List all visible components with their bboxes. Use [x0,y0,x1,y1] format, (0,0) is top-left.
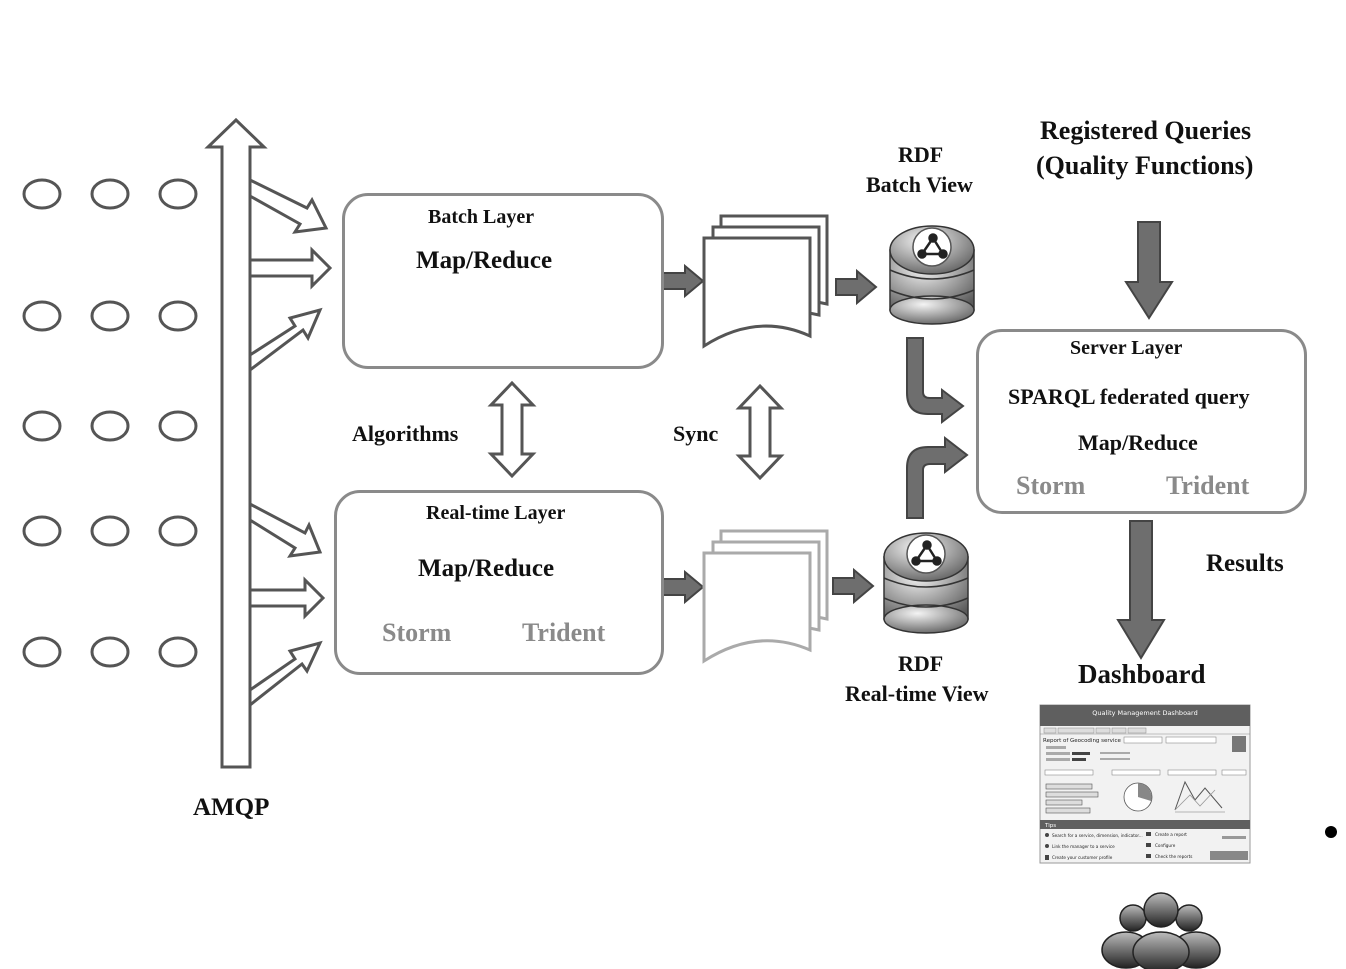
batch-layer-box [342,193,664,369]
sync-label: Sync [673,421,719,446]
batch-engine-label: Map/Reduce [416,247,553,274]
dashboard-tip: Search for a service, dimension, indicat… [1052,833,1143,838]
batch-to-docs-arrow [662,263,705,299]
realtime-layer-box [334,490,664,675]
realtime-storm-label: Storm [382,618,452,647]
sync-double-arrow [735,383,785,481]
server-sparql-label: SPARQL federated query [1008,384,1250,409]
server-mapreduce-label: Map/Reduce [1078,430,1198,455]
dashboard-screen-title: Quality Management Dashboard [1092,709,1197,717]
batch-document-stack [702,214,829,349]
batch-view-label-line1: RDF [898,142,944,167]
server-storm-label: Storm [1016,471,1086,500]
bus-to-batch-arrows [248,177,333,374]
docs-to-batch-view-arrow [835,268,878,306]
results-down-arrow [1116,520,1166,660]
dashboard-screenshot: Quality Management Dashboard Report of G… [1039,704,1251,864]
realtime-view-to-server-arrow [906,435,969,519]
batch-view-label-line2: Batch View [866,172,973,197]
batch-layer-title: Batch Layer [428,206,535,228]
registered-queries-line1: Registered Queries [1040,116,1252,145]
registered-queries-line2: (Quality Functions) [1036,151,1254,180]
dashboard-tips-label: Tips [1044,823,1056,829]
marker-dot [1325,826,1337,838]
amqp-label: AMQP [193,794,270,821]
realtime-trident-label: Trident [522,618,606,647]
data-sources [22,178,198,668]
algorithms-double-arrow [487,380,537,479]
batch-view-database-icon [889,225,975,325]
realtime-to-docs-arrow [662,569,705,605]
server-layer-box [976,329,1307,514]
realtime-document-stack [702,529,829,664]
server-layer-title: Server Layer [1070,337,1183,359]
dashboard-tip: Link the manager to a service [1052,844,1115,849]
realtime-layer-title: Real-time Layer [426,502,566,524]
results-label: Results [1206,550,1284,577]
dashboard-action: Check the reports [1155,854,1192,859]
users-icon [1101,892,1221,969]
dashboard-action: Configure [1155,843,1176,848]
queries-down-arrow [1124,221,1174,320]
realtime-view-label-line1: RDF [898,651,944,676]
batch-view-to-server-arrow [906,337,965,425]
docs-to-realtime-view-arrow [832,567,875,605]
dashboard-title: Dashboard [1078,659,1206,689]
realtime-view-label-line2: Real-time View [845,681,989,706]
dashboard-report-title: Report of Geocoding service [1043,738,1121,744]
bus-to-realtime-arrows [248,501,326,709]
amqp-bus-arrow [204,117,268,769]
dashboard-action: Create a report [1155,832,1187,837]
server-trident-label: Trident [1166,471,1250,500]
algorithms-label: Algorithms [352,421,459,446]
realtime-engine-label: Map/Reduce [418,555,555,582]
realtime-view-database-icon [883,532,969,634]
dashboard-tip: Create your customer profile [1052,855,1113,860]
